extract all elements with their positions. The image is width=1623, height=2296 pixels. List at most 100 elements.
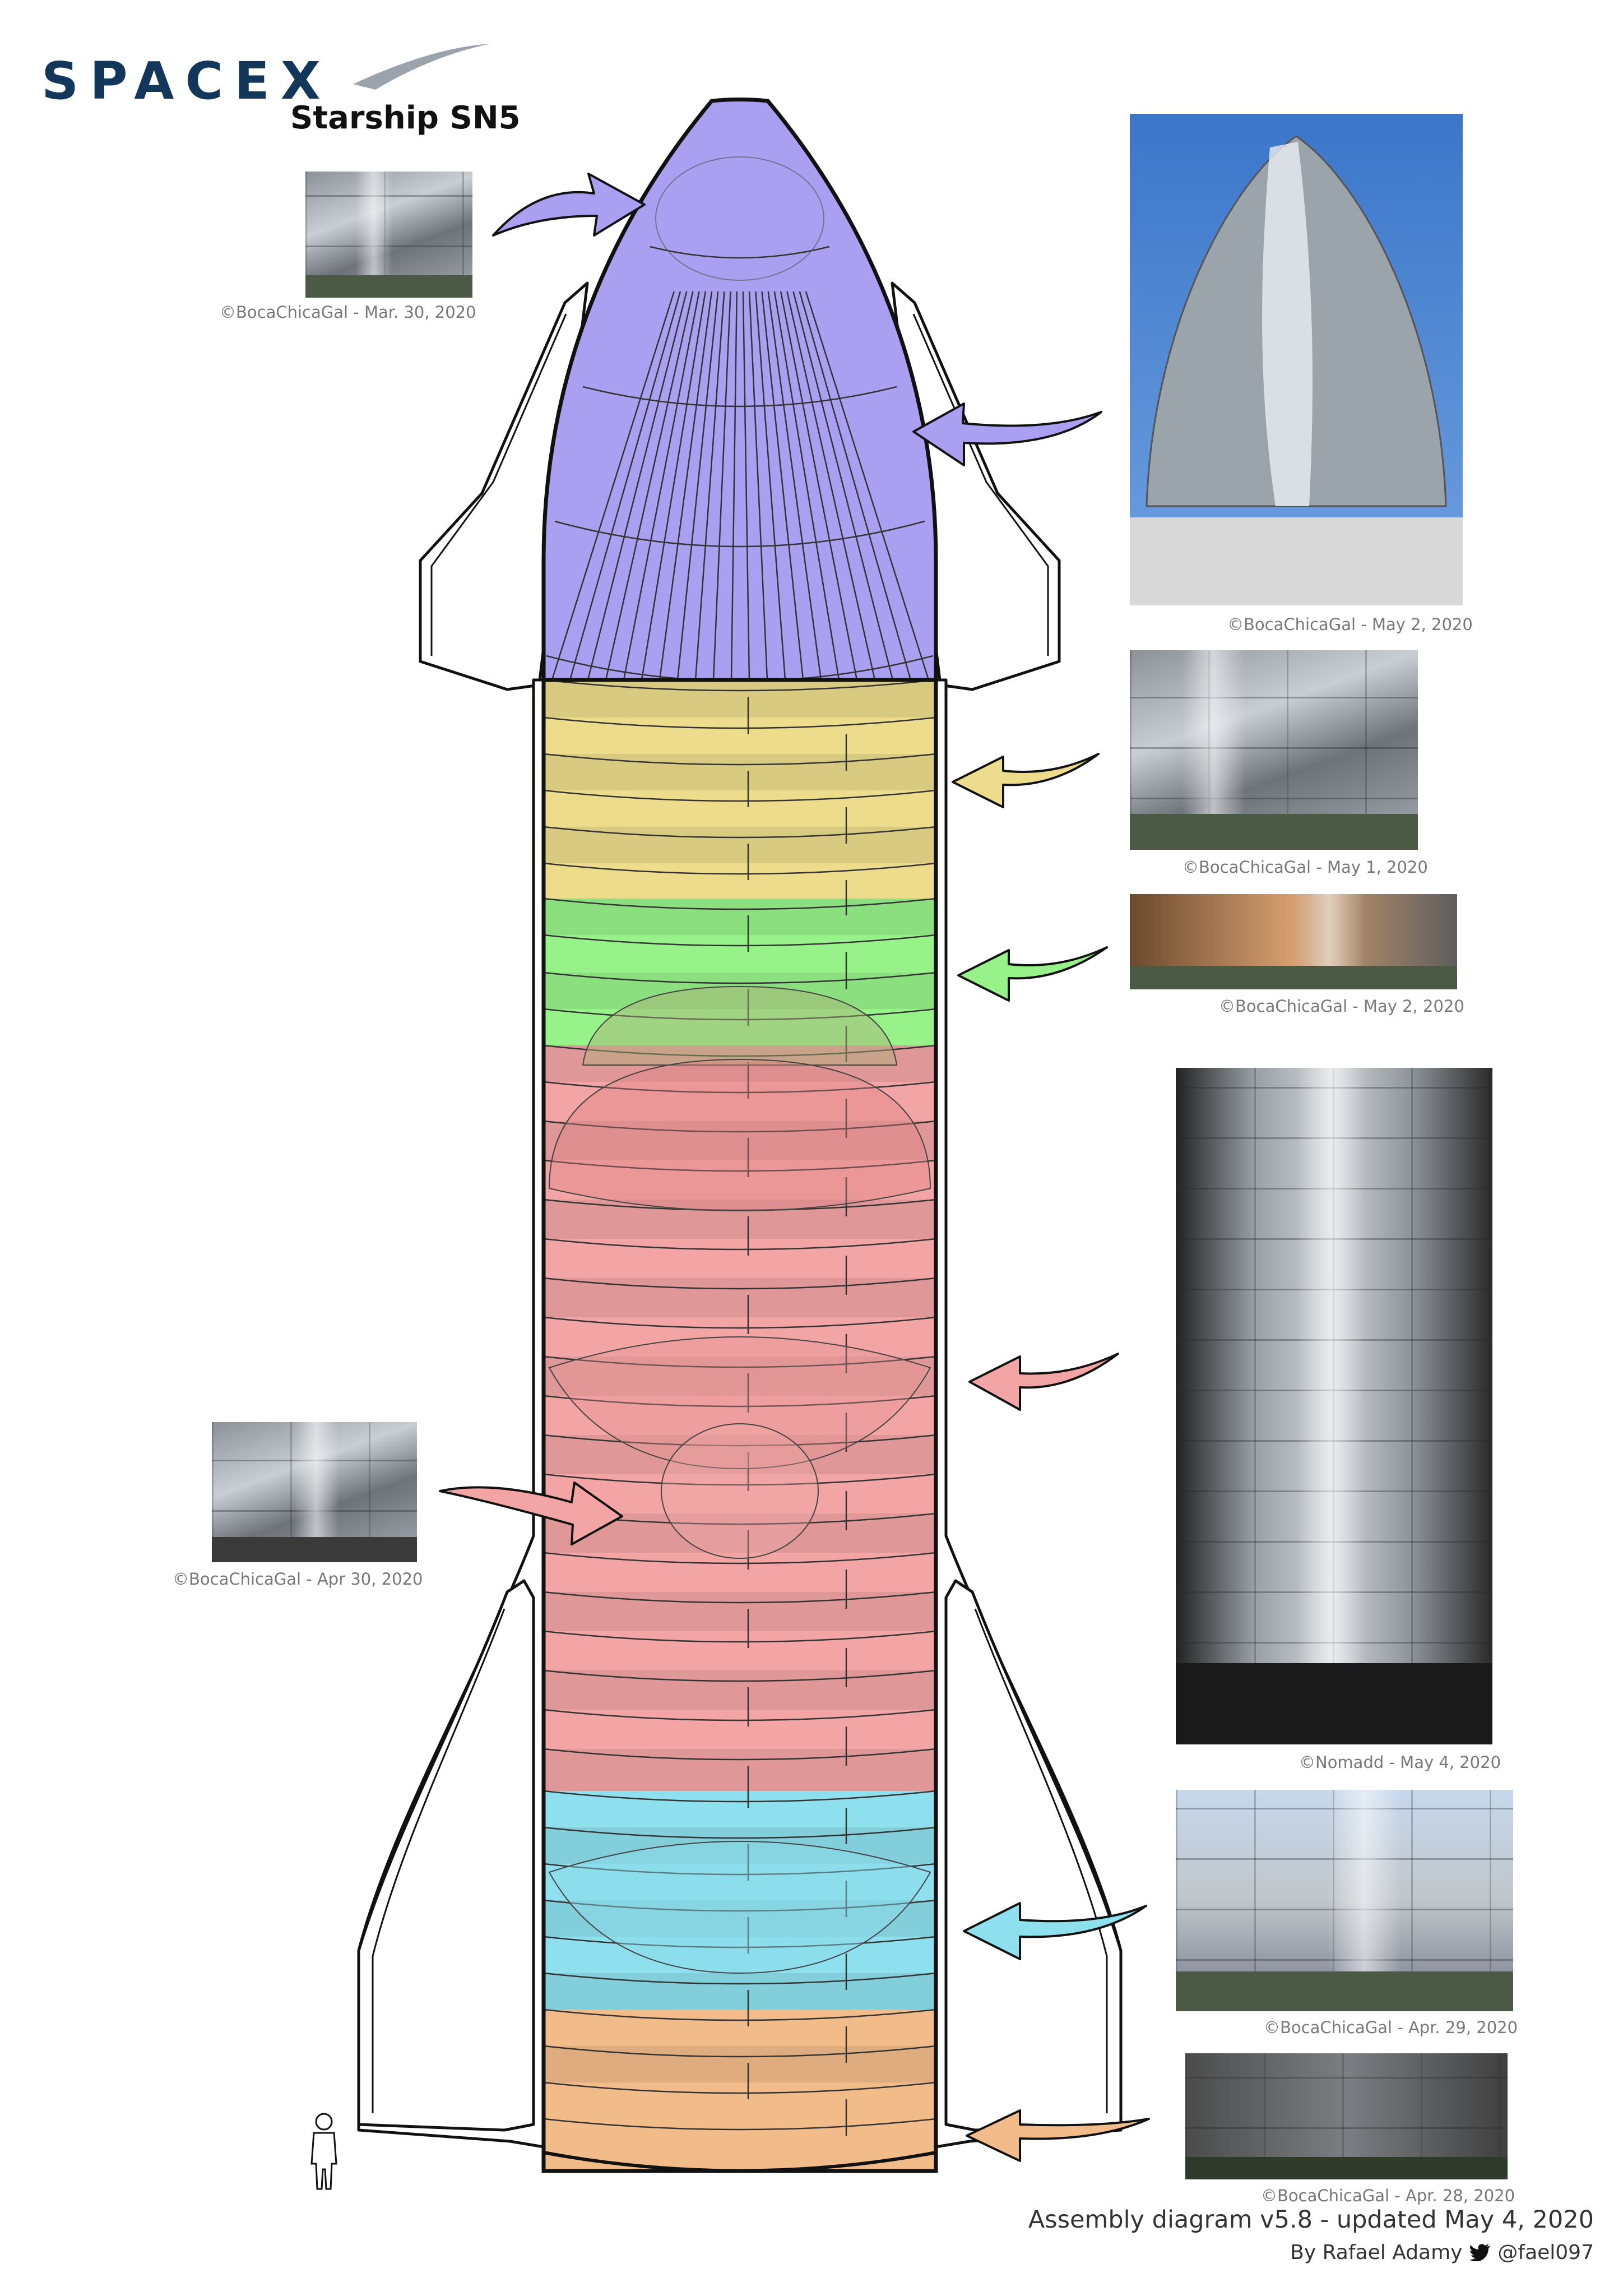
lox-tank-section (544, 1045, 936, 1791)
ring-seam (544, 716, 936, 729)
nosecone-rib (755, 291, 786, 680)
nosecone-rib (641, 291, 706, 680)
brand-wordmark: SPACEX (41, 51, 332, 111)
photo-thrust-dome (212, 1422, 417, 1562)
nosecone-rib (587, 291, 688, 680)
ring-seam (544, 2045, 936, 2058)
forward-flap-right-inner (912, 313, 1049, 656)
nosecone-rib (761, 291, 804, 680)
ring-seam (544, 934, 936, 947)
aft-flap-left (357, 1579, 535, 2132)
arrow-icon (439, 1482, 623, 1545)
ring-seam (544, 1008, 936, 1021)
nosecone-rib (623, 291, 700, 680)
ring-seam (544, 971, 936, 984)
arrow-icon (492, 173, 646, 237)
ring-seam (544, 2118, 936, 2131)
arrow-icon (968, 1353, 1119, 1411)
credit-3: ©BocaChicaGal - May 1, 2020 (1183, 858, 1428, 877)
ring-seam (544, 826, 936, 839)
ring-seam (544, 789, 936, 802)
photo-lox-tank (1176, 1068, 1492, 1744)
arrow-icon (952, 753, 1100, 808)
ring-seam (544, 1238, 936, 1251)
nosecone-rib (780, 291, 858, 680)
ring-seam (544, 1899, 936, 1912)
forward-section (544, 680, 936, 899)
nosecone-rib (569, 291, 681, 680)
ring-seam (544, 1748, 936, 1761)
aft-flap-left-inner (372, 1608, 506, 2113)
footer-version: Assembly diagram v5.8 - updated May 4, 2… (1028, 2206, 1594, 2234)
credit-4: ©BocaChicaGal - May 2, 2020 (1219, 997, 1464, 1016)
nosecone-rib (730, 291, 738, 680)
ring-seam (544, 1669, 936, 1682)
ring-seam (544, 1972, 936, 1985)
author-name: By Rafael Adamy (1290, 2241, 1463, 2264)
nosecone-rib (694, 291, 725, 680)
nosecone-rib (805, 291, 930, 680)
ring-seam (544, 1316, 936, 1329)
arrow-icon (966, 2109, 1150, 2162)
credit-6: ©BocaChicaGal - Apr 30, 2020 (173, 1570, 423, 1589)
arrow-icon (963, 1902, 1147, 1960)
ring-seam (544, 1395, 936, 1408)
ring-seam (544, 1355, 936, 1368)
ring-seam (544, 2008, 936, 2021)
human-scale-icon (310, 2113, 337, 2190)
twitter-handle: @fael097 (1497, 2241, 1594, 2264)
nosecone-rib (551, 291, 675, 680)
ring-seam (544, 680, 936, 692)
ring-seam (544, 1159, 936, 1172)
ring-seam (544, 1198, 936, 1211)
ring-seam (544, 1473, 936, 1486)
ring-seam (544, 1044, 936, 1057)
twitter-bird-icon (1468, 2244, 1490, 2261)
common-dome-section (544, 899, 936, 1045)
ring-seam (544, 1081, 936, 1094)
nosecone-rib (773, 291, 840, 680)
arrow-icon (957, 946, 1108, 1002)
nosecone-rib (676, 291, 719, 680)
ring-seam (544, 2081, 936, 2094)
body-bottom (543, 2151, 936, 2173)
nosecone-rib (712, 291, 731, 680)
body-sections (544, 680, 936, 2171)
ring-seam (544, 862, 936, 875)
photo-aft-dome-section (1176, 1790, 1513, 2011)
nosecone-rib (748, 291, 768, 680)
ring-shade (544, 1749, 936, 1791)
ring-seam (544, 1630, 936, 1643)
photo-forward-section (1130, 650, 1418, 850)
ring-seam (544, 1120, 936, 1133)
photo-skirt (1185, 2053, 1508, 2179)
diagram-subtitle: Starship SN5 (290, 100, 521, 136)
spacex-logo: SPACEX (41, 44, 490, 111)
nosecone-rib (659, 291, 713, 680)
nosecone-rib (792, 291, 894, 680)
methane-aft-dome (548, 1841, 931, 1974)
ring-seam (544, 753, 936, 766)
ring-seam (544, 1552, 936, 1564)
photo-nosecone (1130, 114, 1463, 605)
logo-swoosh (353, 44, 490, 90)
photo-nosecone-barrel (305, 172, 472, 298)
ring-seam (544, 1936, 936, 1948)
nosecone-rib (799, 291, 912, 680)
skirt-section (544, 2010, 936, 2171)
lox-aft-dome (548, 1336, 931, 1559)
forward-flap-left-inner (430, 313, 567, 656)
nosecone-rib (767, 291, 822, 680)
footer-author: By Rafael Adamy @fael097 (1290, 2241, 1594, 2264)
ring-seam (544, 1709, 936, 1721)
nosecone-rib (786, 291, 876, 680)
ring-seam (544, 1591, 936, 1604)
ring-seam (544, 1826, 936, 1839)
credit-2: ©BocaChicaGal - May 2, 2020 (1227, 615, 1473, 634)
ring-seam (544, 897, 936, 910)
arrow-icon (912, 402, 1102, 466)
credit-8: ©BocaChicaGal - Apr. 28, 2020 (1261, 2186, 1515, 2205)
aft-flap-right (944, 1579, 1123, 2132)
ring-seam (544, 1863, 936, 1876)
